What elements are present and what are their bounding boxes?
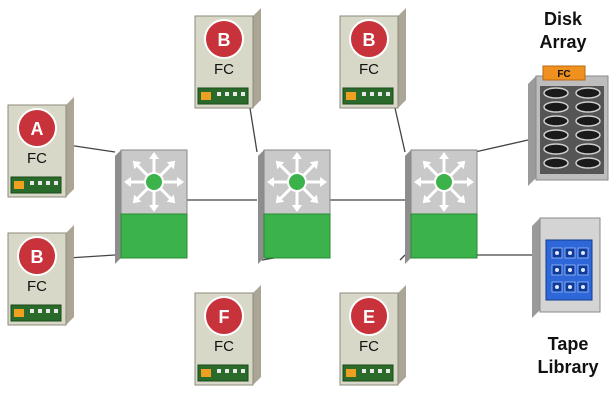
server-a[interactable]: A FC (7, 97, 74, 198)
switch-base (410, 213, 478, 259)
disk-array-label-line1: Disk (544, 9, 583, 29)
server-badge (349, 296, 389, 336)
server-side (398, 8, 406, 108)
fc-card-icon (197, 364, 249, 382)
server-fc-label: FC (214, 61, 234, 78)
server-badge (17, 108, 57, 148)
tape-library-label-line1: Tape (548, 334, 589, 354)
server-fc-label: FC (27, 150, 47, 167)
server-letter: B (218, 30, 231, 50)
disk-array[interactable]: Disk Array FC (528, 9, 609, 186)
disk-array-side (528, 76, 536, 186)
server-letter: A (31, 119, 44, 139)
switch-group (115, 149, 478, 264)
link-server-a-switch-left (67, 144, 116, 153)
disk-array-label-line2: Array (539, 32, 586, 52)
switch-side (115, 150, 121, 264)
link-server-b-left-switch-left (67, 254, 116, 259)
switch-right[interactable] (405, 149, 478, 264)
server-side (253, 8, 261, 108)
disk-array-tag-label: FC (557, 69, 570, 80)
switch-left[interactable] (115, 149, 188, 264)
switch-base (263, 213, 331, 259)
server-letter: E (363, 307, 375, 327)
server-badge (17, 236, 57, 276)
fc-card-icon (197, 87, 249, 105)
server-b-top-left[interactable]: B FC (194, 8, 261, 109)
server-f[interactable]: F FC (194, 285, 261, 386)
link-server-b-top-left-switch-center (249, 107, 258, 153)
switch-base (120, 213, 188, 259)
switch-arrows-icon (124, 152, 184, 212)
server-letter: B (363, 30, 376, 50)
server-letter: B (31, 247, 44, 267)
server-badge (349, 19, 389, 59)
fc-card-icon (10, 304, 62, 322)
link-server-e-switch-right (399, 254, 406, 261)
server-b-top-right[interactable]: B FC (339, 8, 406, 109)
tape-library[interactable]: Tape Library (532, 217, 601, 377)
tape-library-label-line2: Library (537, 357, 598, 377)
fc-card-icon (10, 176, 62, 194)
server-badge (204, 296, 244, 336)
server-side (398, 285, 406, 385)
server-fc-label: FC (214, 338, 234, 355)
server-side (253, 285, 261, 385)
switch-side (258, 150, 264, 264)
server-e[interactable]: E FC (339, 285, 406, 386)
server-side (66, 97, 74, 197)
switch-arrows-icon (267, 152, 327, 212)
switch-side (405, 150, 411, 264)
server-fc-label: FC (27, 278, 47, 295)
server-fc-label: FC (359, 61, 379, 78)
server-side (66, 225, 74, 325)
server-badge (204, 19, 244, 59)
fc-card-icon (342, 364, 394, 382)
disk-platters (543, 87, 601, 169)
disk-array-tag (542, 65, 586, 81)
link-server-b-top-right-switch-right (394, 107, 406, 153)
tape-library-side (532, 218, 540, 318)
switch-arrows-icon (414, 152, 474, 212)
server-fc-label: FC (359, 338, 379, 355)
server-letter: F (219, 307, 230, 327)
server-group: A FC B FC B FC B FC F FC E FC (7, 8, 406, 386)
link-switch-right-disk-array (474, 139, 529, 153)
fc-card-icon (342, 87, 394, 105)
tape-slots (551, 247, 589, 293)
switch-center[interactable] (258, 149, 331, 264)
server-b-left[interactable]: B FC (7, 225, 74, 326)
